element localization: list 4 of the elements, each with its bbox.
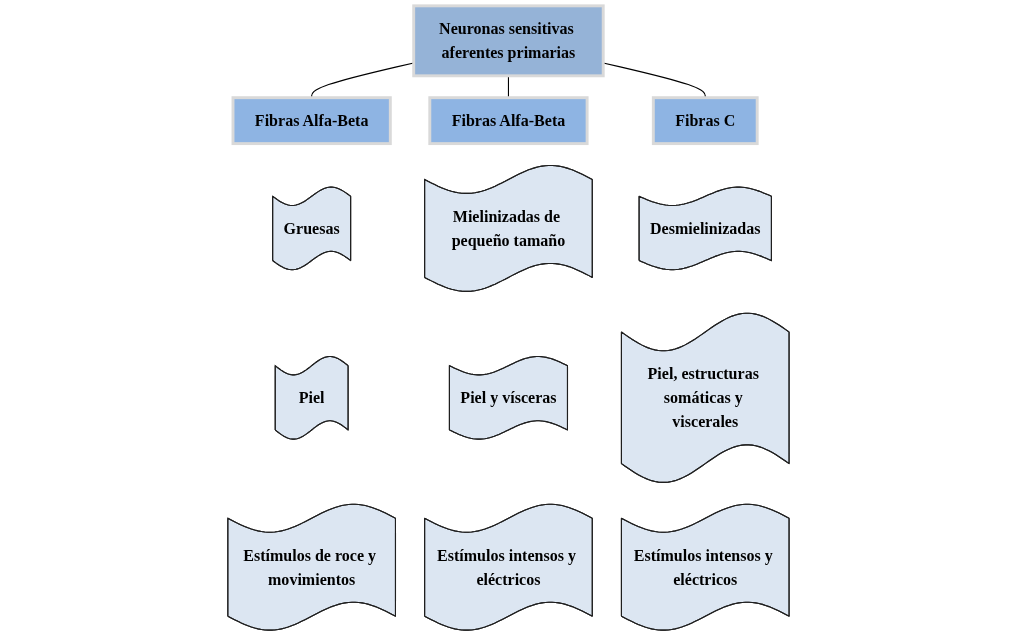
node-box: Neuronas sensitivas aferentes primarias [412,4,605,78]
node-box: Fibras C [651,96,759,146]
node-box: Fibras Alfa-Beta [231,96,392,146]
node-box: Fibras Alfa-Beta [428,96,589,146]
